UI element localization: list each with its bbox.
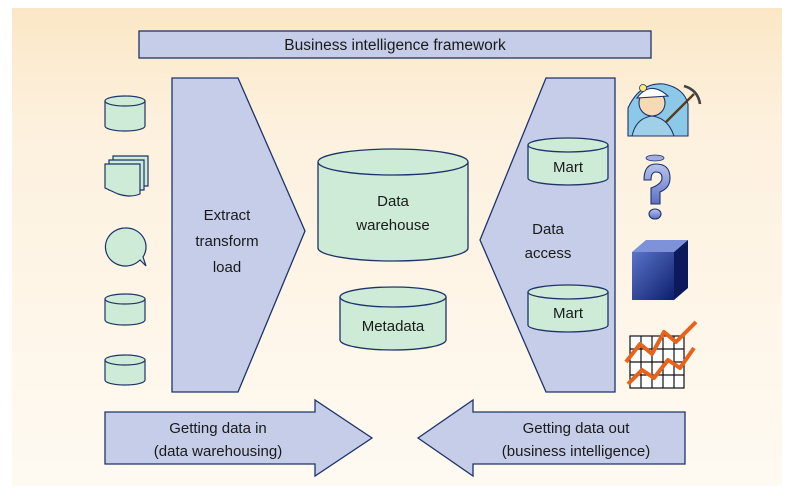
database-cylinder-icon <box>104 354 146 386</box>
olap-cube-icon <box>632 240 688 300</box>
bi-tools <box>624 83 702 389</box>
etl-label-line3: load <box>213 259 241 276</box>
etl-label-line2: transform <box>195 233 258 250</box>
miner-with-pickaxe-icon <box>627 83 702 137</box>
access-label-line2: access <box>525 245 572 262</box>
data-sources <box>104 95 149 386</box>
title-bar: Business intelligence framework <box>138 30 652 59</box>
arrow-in-line1: Getting data in <box>169 420 267 437</box>
metadata-label: Metadata <box>362 318 425 335</box>
arrow-out-line1: Getting data out <box>523 420 631 437</box>
etl-stage: Extract transform load <box>171 77 306 393</box>
etl-label-line1: Extract <box>204 207 252 224</box>
arrow-in-line2: (data warehousing) <box>154 443 282 460</box>
getting-data-out-arrow: Getting data out (business intelligence) <box>416 398 686 478</box>
warehouse-label-line2: warehouse <box>355 217 429 234</box>
database-cylinder-icon <box>104 95 146 132</box>
title-text: Business intelligence framework <box>284 37 506 54</box>
getting-data-in-arrow: Getting data in (data warehousing) <box>104 398 374 478</box>
mart-bottom: Mart <box>527 284 609 333</box>
data-warehouse: Data warehouse <box>317 148 469 262</box>
warehouse-label-line1: Data <box>377 193 409 210</box>
mart-label: Mart <box>553 159 584 176</box>
speech-bubble-icon <box>104 227 147 267</box>
database-cylinder-icon <box>104 293 146 326</box>
question-mark-icon <box>643 154 671 220</box>
document-stack-icon <box>104 155 149 197</box>
arrow-out-line2: (business intelligence) <box>502 443 650 460</box>
mart-label: Mart <box>553 305 584 322</box>
metadata-store: Metadata <box>339 286 447 351</box>
access-label-line1: Data <box>532 221 564 238</box>
mart-top: Mart <box>527 137 609 186</box>
chart-grid-icon <box>624 320 698 389</box>
